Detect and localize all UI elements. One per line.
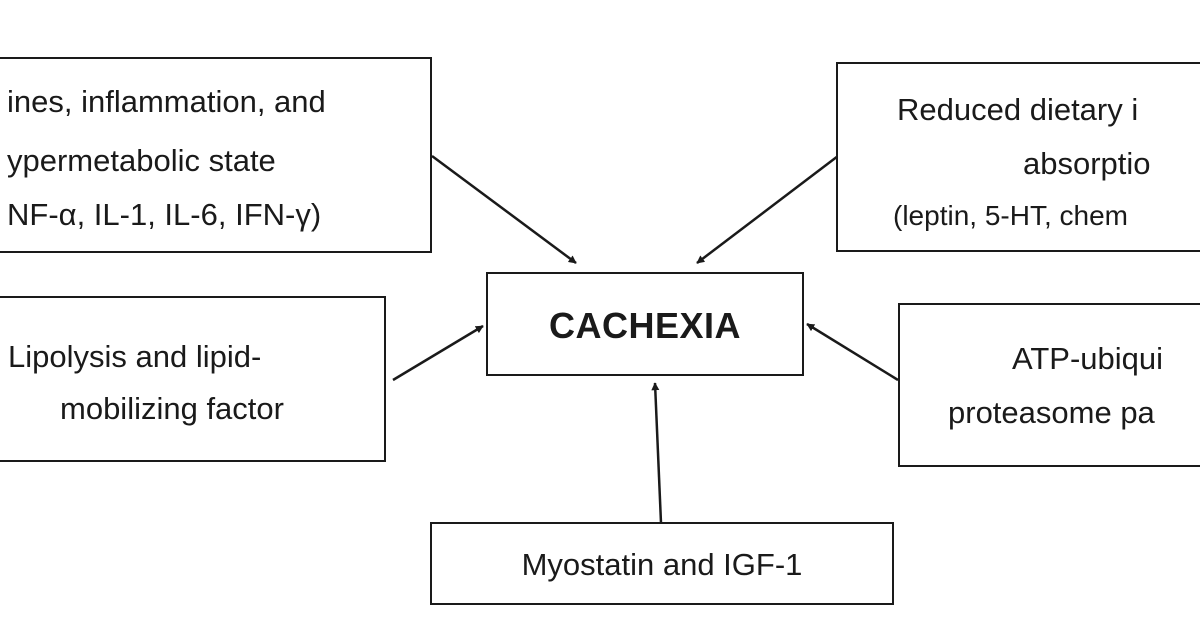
factor-text-line: absorptio	[1023, 146, 1151, 181]
factor-text-line: Reduced dietary i	[897, 92, 1139, 127]
factor-box-myostatin: Myostatin and IGF-1	[430, 522, 894, 605]
factor-box-cytokines: ines, inflammation, and ypermetabolic st…	[0, 57, 432, 253]
arrow-bottom-to-center	[651, 382, 663, 524]
factor-text-line: ines, inflammation, and	[7, 84, 326, 119]
factor-text-line: ypermetabolic state	[7, 143, 276, 178]
arrow-mid-left-to-center	[392, 324, 484, 382]
factor-text-line: mobilizing factor	[60, 391, 284, 426]
factor-text-line: NF-α, IL-1, IL-6, IFN-γ)	[7, 197, 322, 232]
factor-text-line: Myostatin and IGF-1	[521, 547, 803, 582]
arrow-top-left-to-center	[431, 154, 577, 265]
arrow-top-right-to-center	[696, 155, 839, 264]
arrow-mid-right-to-center	[806, 322, 899, 382]
factor-box-atp-ubiquitin-proteasome: ATP-ubiqui proteasome pa	[898, 303, 1200, 467]
factor-box-lipolysis: Lipolysis and lipid- mobilizing factor	[0, 296, 386, 462]
factor-box-reduced-dietary-intake: Reduced dietary i absorptio (leptin, 5-H…	[836, 62, 1200, 252]
factor-text-line: proteasome pa	[948, 395, 1155, 430]
factor-text-line: Lipolysis and lipid-	[8, 339, 262, 374]
factor-text-line: ATP-ubiqui	[1012, 341, 1164, 376]
cachexia-box: CACHEXIA	[486, 272, 804, 376]
factor-text-line: (leptin, 5-HT, chem	[893, 200, 1128, 231]
cachexia-label: CACHEXIA	[548, 305, 741, 346]
